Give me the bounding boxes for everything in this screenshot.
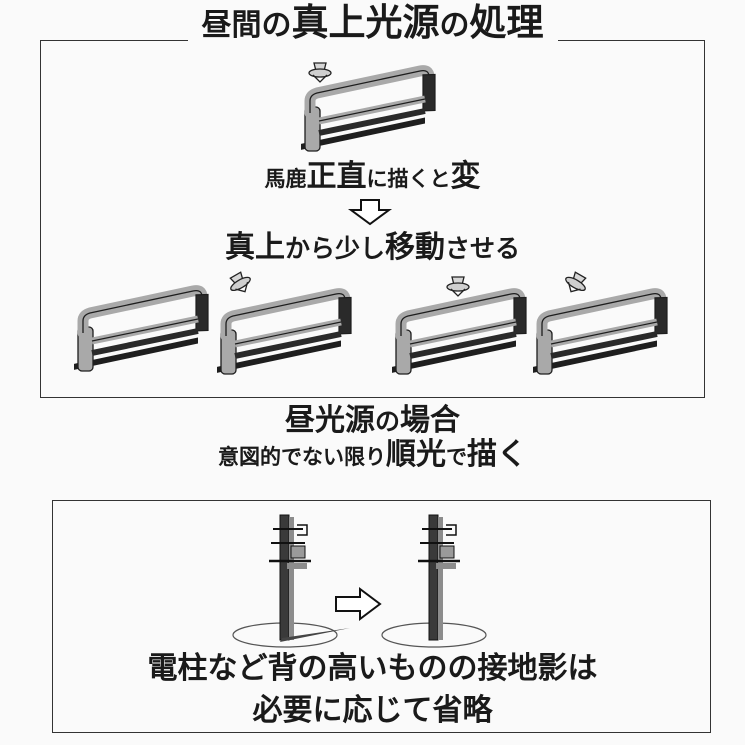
- caption-text: から少し: [284, 234, 385, 263]
- title-emphasis: 真上光源: [291, 1, 440, 44]
- pole-shadow: [280, 628, 350, 642]
- caption-emphasis: 真上: [224, 230, 285, 265]
- caption-shift: 真上から少し移動させる: [0, 231, 745, 264]
- caption-daylight: 昼光源の場合: [0, 404, 745, 437]
- caption-emphasis: 場合: [400, 403, 460, 438]
- caption-frontal: 馬鹿正直に描くと変: [0, 160, 745, 193]
- page-title: 昼間の真上光源の処理: [0, 4, 745, 41]
- caption-text: に描くと: [366, 167, 451, 191]
- caption-text: で: [446, 445, 467, 469]
- caption-emphasis: 変: [450, 159, 481, 194]
- down-arrow-icon: [347, 199, 393, 226]
- caption-pole-line1: 電柱など背の高いものの接地影は: [147, 651, 598, 686]
- title-part: 昼間の: [201, 8, 292, 43]
- caption-backlight: 意図的でない限り順光で描く: [0, 438, 745, 471]
- caption-text: 意図的でない限り: [218, 445, 386, 469]
- caption-emphasis: 移動: [385, 230, 445, 265]
- caption-emphasis: 描く: [467, 437, 527, 472]
- caption-pole-line2: 必要に応じて省略: [252, 693, 493, 728]
- bottom-section-frame: [52, 500, 711, 733]
- caption-emphasis: 正直: [306, 159, 367, 194]
- title-part: の: [439, 8, 470, 43]
- right-arrow-icon: [335, 587, 382, 621]
- caption-text: の: [374, 407, 400, 436]
- title-emphasis: 処理: [469, 1, 544, 44]
- caption-emphasis: 昼光源: [284, 403, 375, 438]
- caption-text: 馬鹿: [264, 167, 307, 191]
- top-section-frame: [40, 40, 705, 398]
- caption-emphasis: 順光: [386, 437, 446, 472]
- caption-text: させる: [445, 234, 521, 263]
